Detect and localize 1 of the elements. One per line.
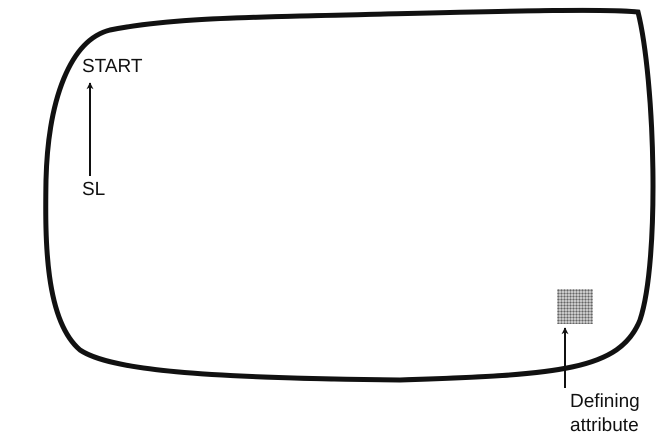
callout-label: Defining attribute <box>570 390 640 438</box>
